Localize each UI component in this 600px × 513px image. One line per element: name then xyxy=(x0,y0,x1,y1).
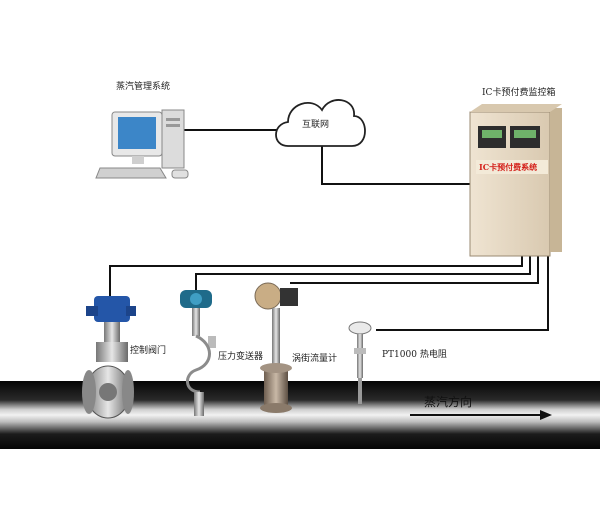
computer-icon xyxy=(95,109,189,179)
valve-icon xyxy=(82,296,136,419)
label-steam-management-system: 蒸汽管理系统 xyxy=(116,82,171,92)
line-cabinet-to-pt1000 xyxy=(376,256,549,331)
label-internet: 互联网 xyxy=(302,120,330,130)
line-cabinet-to-valve xyxy=(109,256,523,300)
label-steam-direction: 蒸汽方向 xyxy=(424,395,473,409)
cloud-icon xyxy=(275,99,366,147)
label-ic-box-title: IC卡预付费监控箱 xyxy=(482,88,556,98)
line-cabinet-to-flowmeter xyxy=(290,256,539,284)
label-control-valve: 控制阀门 xyxy=(130,346,167,356)
label-pt1000: PT1000 热电阻 xyxy=(382,350,447,360)
label-pressure-transmitter: 压力变送器 xyxy=(218,352,264,362)
connection-lines xyxy=(109,129,549,331)
cabinet-icon xyxy=(469,104,562,257)
line-cabinet-to-transmitter xyxy=(195,256,531,292)
arrow-right-icon xyxy=(410,410,552,420)
transmitter-icon xyxy=(180,290,216,416)
flowmeter-icon xyxy=(254,282,298,413)
line-cloud-to-cabinet xyxy=(321,146,470,185)
thermometer-icon xyxy=(348,321,372,404)
label-vortex-flowmeter: 涡街流量计 xyxy=(292,354,338,364)
label-ic-box-panel: IC卡预付费系统 xyxy=(479,162,538,172)
